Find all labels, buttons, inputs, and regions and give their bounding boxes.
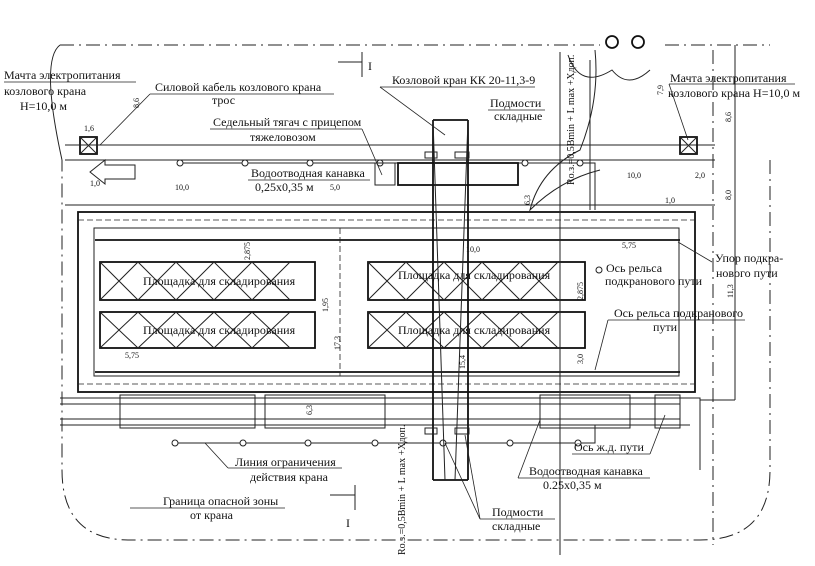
mast-right (679, 136, 698, 155)
label-rail-stop: Упор подкра- (715, 251, 783, 265)
dim: 2,0 (695, 171, 705, 180)
label-rail-axis-2: Ось рельса подкранового (614, 306, 743, 320)
marker-circle-2 (631, 35, 645, 49)
dim: 8,6 (724, 112, 733, 122)
label-danger-zone: Граница опасной зоны (163, 494, 278, 508)
label-mast-left: Мачта электропитания (4, 68, 121, 82)
section-mark-top: I (368, 59, 372, 73)
label-scaffold-bottom: Подмости (492, 505, 544, 519)
label-scaffold-top-2: складные (494, 109, 542, 123)
direction-arrow-icon (89, 158, 136, 186)
label-tractor: Седельный тягач с прицепом (213, 115, 362, 129)
label-danger-zone-2: от крана (190, 508, 234, 522)
label-rail-axis-2b: пути (653, 320, 678, 334)
label-drain-top-size: 0,25х0,35 м (255, 180, 314, 194)
dim: 6,3 (523, 195, 532, 205)
label-rail-axis-1b: подкранового пути (605, 274, 703, 288)
dim: 5,75 (622, 241, 636, 250)
label-drain-top: Водоотводная канавка (251, 166, 365, 180)
label-tractor-2: тяжеловозом (250, 130, 316, 144)
labels: Мачта электропитания козлового крана Н=1… (4, 55, 800, 555)
label-platform-4: Площадка для складирования (398, 323, 551, 337)
dim: 2,875 (243, 242, 252, 260)
dimensions: 8,6 1,6 1,0 10,0 5,0 6,3 7,9 8,6 10,0 2,… (84, 85, 735, 415)
label-scaffold-top: Подмости (490, 96, 542, 110)
label-rope: трос (212, 93, 235, 107)
label-rail-axis-1: Ось рельса (606, 261, 663, 275)
dim: 3,0 (576, 354, 585, 364)
label-power-cable: Силовой кабель козлового крана (155, 80, 322, 94)
marker-circle-1 (605, 35, 619, 49)
label-scaffold-bottom-2: складные (492, 519, 540, 533)
road (65, 144, 715, 206)
dim: 5,75 (125, 351, 139, 360)
dim: 10,0 (175, 183, 189, 192)
dim: 6,3 (305, 405, 314, 415)
railway-track (60, 397, 701, 470)
label-danger-radius-top: Rо.з.=0,5Bmin + L max +Xдоп. (566, 55, 577, 185)
label-rail-stop-2: нового пути (716, 266, 778, 280)
label-mast-left-2: козлового крана (4, 84, 87, 98)
platforms (99, 261, 586, 349)
label-mast-left-height: Н=10,0 м (20, 99, 67, 113)
dim: 10,0 (627, 171, 641, 180)
storage-area (77, 211, 696, 393)
dim: 10,0 (466, 245, 480, 254)
crane-limit-line-bottom (175, 425, 596, 444)
label-limit-line-2: действия крана (250, 470, 329, 484)
label-limit-line: Линия ограничения (235, 455, 336, 469)
label-mast-right: Мачта электропитания (670, 71, 787, 85)
dim: 17,3 (333, 336, 342, 350)
label-platform-2: Площадка для складирования (143, 323, 296, 337)
label-drain-bottom-size: 0.25х0,35 м (543, 478, 602, 492)
section-mark-bottom: I (346, 516, 350, 530)
dim: 1,0 (665, 196, 675, 205)
label-mast-right-2: козлового крана Н=10,0 м (668, 86, 800, 100)
label-platform-3: Площадка для складирования (398, 268, 551, 282)
label-danger-radius-bottom: Rо.з.=0,5Bmin + L max +Xдоп. (397, 425, 408, 555)
dim: 11,3 (726, 284, 735, 298)
danger-zone-boundary (60, 44, 771, 541)
tractor-trailer (374, 162, 396, 186)
dim: 5,0 (330, 183, 340, 192)
dim: 1,0 (90, 179, 100, 188)
label-drain-bottom: Водоотводная канавка (529, 464, 643, 478)
crane-rail (95, 239, 680, 373)
label-platform-1: Площадка для складирования (143, 274, 296, 288)
dim: 1,6 (84, 124, 94, 133)
crane-limit-line-top (180, 162, 596, 210)
top-left-arc (50, 44, 63, 161)
dim: 8,6 (132, 98, 141, 108)
dim: 7,9 (656, 85, 665, 95)
dim: 2,875 (576, 282, 585, 300)
dim: 15,4 (458, 355, 467, 369)
dim: 8,0 (724, 190, 733, 200)
label-railway-axis: Ось ж.д. пути (574, 440, 645, 454)
label-crane: Козловой кран КК 20-11,3-9 (392, 73, 535, 87)
dim: 1,95 (321, 298, 330, 312)
gantry-crane (432, 119, 469, 481)
